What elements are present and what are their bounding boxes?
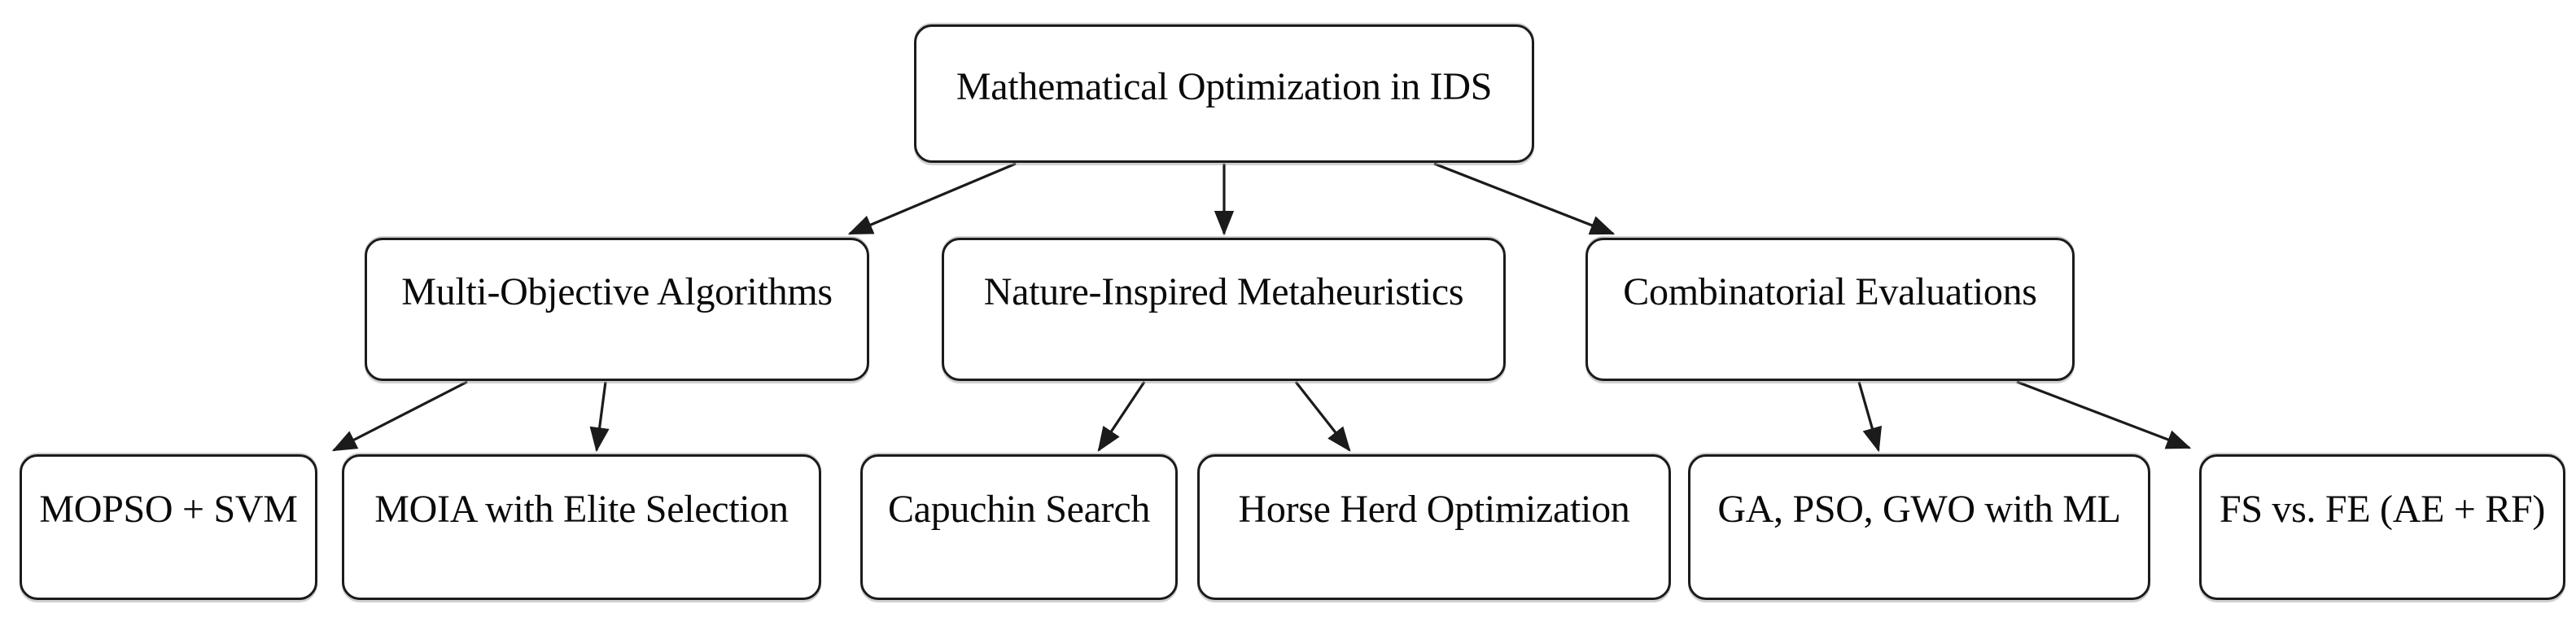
- edge-ce-fsfe: [2016, 380, 2192, 449]
- node-combinatorial-evaluations: Combinatorial Evaluations: [1585, 238, 2075, 381]
- node-mathematical-optimization-in-ids: Mathematical Optimization in IDS: [914, 24, 1534, 163]
- node-mopso-svm: MOPSO + SVM: [20, 454, 317, 600]
- edge-moa-moia: [589, 381, 610, 453]
- edge-root-moa: [847, 162, 1017, 235]
- node-moia-elite-selection: MOIA with Elite Selection: [342, 454, 821, 600]
- node-ga-pso-gwo-ml: GA, PSO, GWO with ML: [1688, 454, 2150, 600]
- edge-root-ce: [1433, 162, 1616, 235]
- edge-ce-ga: [1857, 381, 1883, 453]
- edge-moa-mopso: [331, 380, 468, 452]
- node-fs-vs-fe-ae-rf: FS vs. FE (AE + RF): [2199, 454, 2565, 600]
- edge-nim-horse: [1294, 381, 1351, 452]
- node-multi-objective-algorithms: Multi-Objective Algorithms: [365, 238, 869, 381]
- edge-nim-capuchin: [1097, 381, 1146, 453]
- node-nature-inspired-metaheuristics: Nature-Inspired Metaheuristics: [942, 238, 1506, 381]
- node-horse-herd-optimization: Horse Herd Optimization: [1197, 454, 1671, 600]
- node-capuchin-search: Capuchin Search: [860, 454, 1178, 600]
